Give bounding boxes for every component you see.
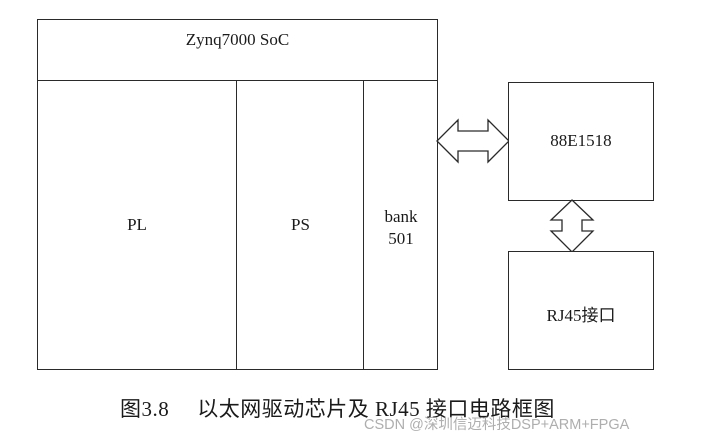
rj45-label: RJ45接口 [546,306,616,325]
soc-title-divider [37,80,438,81]
bidirectional-arrow-vertical [549,199,595,253]
phy-chip-88e1518-block [508,82,654,201]
figure-title: 以太网驱动芯片及 RJ45 接口电路框图 [197,397,555,421]
rj45-interface-block [508,251,654,370]
bank501-line2: 501 [388,229,414,248]
ps-bank-divider [363,80,364,370]
bidirectional-arrow-horizontal [436,118,510,164]
ps-section-label: PS [291,215,310,234]
bank501-section-label: bank 501 [364,206,438,250]
soc-title: Zynq7000 SoC [185,30,290,49]
figure-caption: 图3.8 以太网驱动芯片及 RJ45 接口电路框图 [120,393,555,423]
figure-number: 图3.8 [120,397,170,421]
phy-chip-label: 88E1518 [550,131,612,150]
watermark: CSDN @深圳信迈科技DSP+ARM+FPGA [364,417,630,433]
soc-block [37,19,438,370]
bank501-line1: bank [384,207,418,226]
pl-ps-divider [236,80,237,370]
pl-section-label: PL [127,215,147,234]
